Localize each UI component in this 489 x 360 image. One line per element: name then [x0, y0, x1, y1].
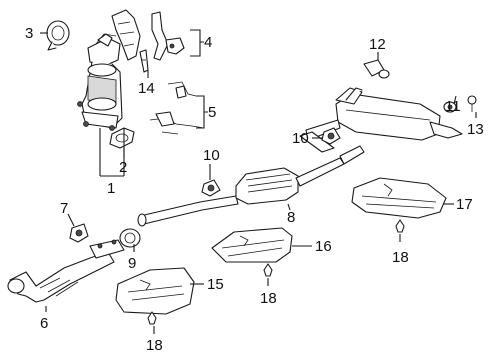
- intermediate-pipe: [137, 145, 365, 227]
- callout-3: 3: [25, 25, 33, 42]
- callout-15: 15: [207, 276, 224, 293]
- bolt: [467, 95, 477, 112]
- callout-1: 1: [107, 180, 115, 197]
- hanger-insulator: [321, 127, 341, 145]
- hanger-insulator: [69, 223, 89, 243]
- callout-18-right: 18: [392, 249, 409, 266]
- callout-18-left: 18: [146, 337, 163, 354]
- callout-17: 17: [456, 196, 473, 213]
- oxygen-sensor: [149, 81, 205, 135]
- flange-gasket: [119, 228, 141, 248]
- callout-16: 16: [315, 238, 332, 255]
- heat-shield-lower: [115, 267, 195, 315]
- callout-8: 8: [287, 209, 295, 226]
- callout-2: 2: [119, 159, 127, 176]
- insulator: [443, 101, 457, 113]
- front-pipe: [7, 239, 125, 303]
- callout-13: 13: [467, 121, 484, 138]
- clamp: [46, 20, 70, 51]
- callout-9: 9: [128, 255, 136, 272]
- heat-shield-rear: [351, 177, 447, 219]
- leader-lines: [40, 29, 477, 334]
- retainer: [147, 219, 405, 325]
- heat-shield: [111, 9, 185, 61]
- callout-6: 6: [40, 315, 48, 332]
- callout-18-middle: 18: [260, 290, 277, 307]
- callout-10-upper: 10: [292, 130, 309, 147]
- bracket: [139, 49, 149, 73]
- hanger-bracket: [363, 59, 390, 79]
- heat-shield-middle: [211, 227, 293, 263]
- gasket: [109, 127, 135, 149]
- muffler: [299, 87, 463, 153]
- callout-5: 5: [208, 104, 216, 121]
- callout-12: 12: [369, 36, 386, 53]
- hanger-insulator: [201, 179, 221, 197]
- callout-numbers: 1 2 3 4 5 6 7 8 9 10 10 11 12 13 14 15 1…: [25, 25, 484, 354]
- callout-4: 4: [204, 34, 212, 51]
- callout-14: 14: [138, 80, 155, 97]
- callout-7: 7: [60, 200, 68, 217]
- callout-11: 11: [445, 98, 461, 115]
- catalytic-converter: [77, 33, 123, 131]
- callout-10-lower: 10: [203, 147, 220, 164]
